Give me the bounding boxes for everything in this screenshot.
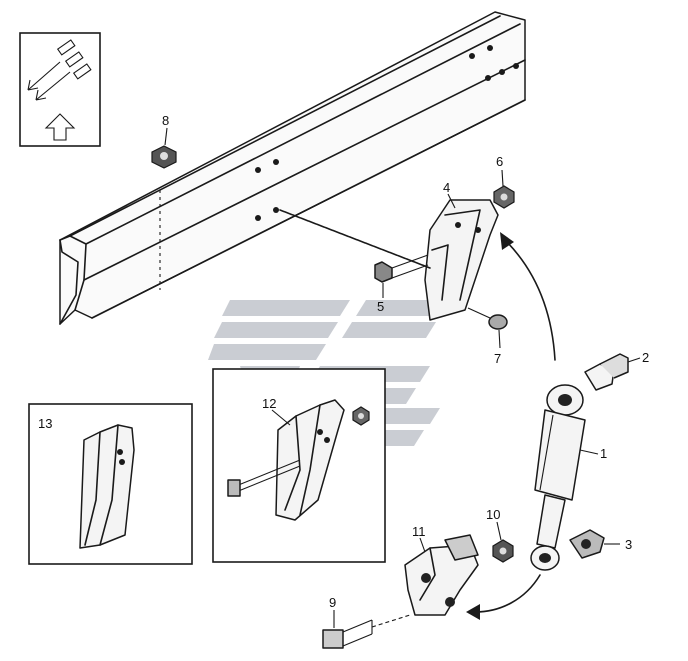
upper-bracket-4 (424, 193, 499, 321)
callout-10: 10 (486, 507, 500, 522)
assembly-arrow-upper (500, 232, 556, 361)
callout-8: 8 (162, 113, 169, 128)
callout-3: 3 (625, 537, 632, 552)
bolt-7 (467, 307, 508, 349)
frame-rail (59, 11, 526, 325)
assembly-arrow-lower (466, 574, 541, 620)
inset-13 (28, 403, 193, 565)
bushing-3 (569, 529, 620, 559)
lower-bracket-11 (404, 534, 479, 616)
callout-4: 4 (443, 180, 450, 195)
callout-11: 11 (412, 524, 426, 539)
shock-absorber-1 (530, 384, 599, 571)
callout-1: 1 (600, 446, 607, 461)
inset-12 (212, 368, 386, 563)
nut-10 (492, 521, 514, 563)
callout-6: 6 (496, 154, 503, 169)
bushing-2 (584, 353, 641, 391)
orientation-inset (19, 32, 101, 147)
orientation-arrows-icon (27, 39, 92, 141)
bolt-9 (322, 610, 411, 649)
nut-6 (493, 169, 515, 209)
callout-9: 9 (329, 595, 336, 610)
callout-5: 5 (377, 299, 384, 314)
bolt-5 (279, 209, 431, 298)
callout-12: 12 (262, 396, 276, 411)
nut-8 (151, 127, 177, 169)
callout-7: 7 (494, 351, 501, 366)
callout-2: 2 (642, 350, 649, 365)
callout-13: 13 (38, 416, 52, 431)
